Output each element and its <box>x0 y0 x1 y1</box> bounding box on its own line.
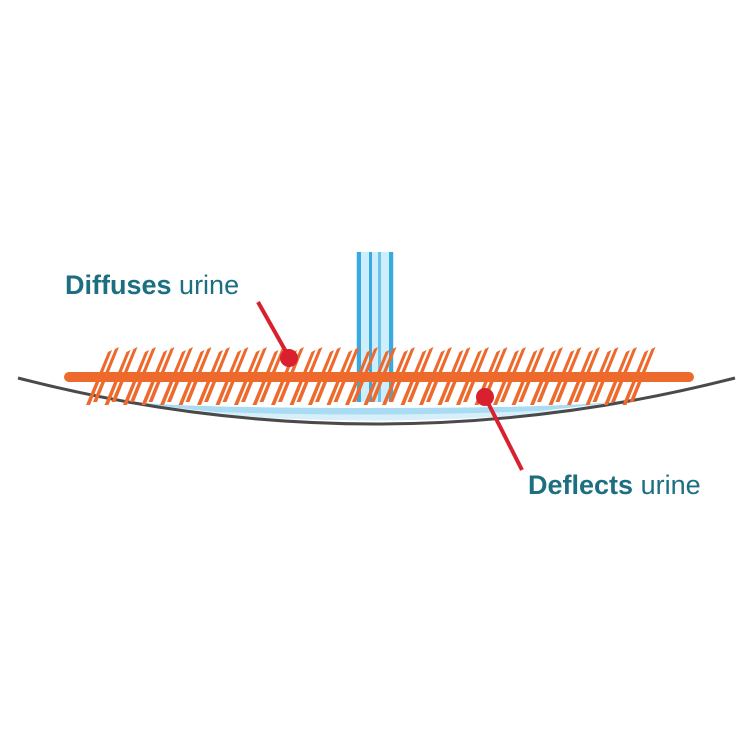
deflects-light-text: urine <box>640 470 701 500</box>
diffuses-pointer <box>256 301 298 367</box>
deflects-pointer <box>476 388 524 471</box>
diffuses-bold-text: Diffuses <box>65 270 172 300</box>
water-pool-highlight <box>170 408 600 421</box>
diffuses-light-text: urine <box>179 270 240 300</box>
deflects-urine-label: Deflects urine <box>528 470 701 501</box>
diffuses-urine-label: Diffuses urine <box>65 270 239 301</box>
deflects-bold-text: Deflects <box>528 470 634 500</box>
screen-bar <box>64 372 694 382</box>
